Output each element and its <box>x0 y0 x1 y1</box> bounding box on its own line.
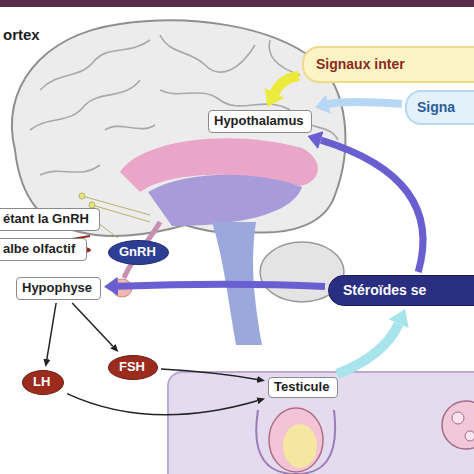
node-text: Hypophyse <box>22 281 92 296</box>
pathway-arrow <box>67 394 257 415</box>
signal-box: Signaux inter <box>302 46 474 83</box>
signal-box: Signa <box>405 90 474 125</box>
gonad-panel <box>168 372 474 474</box>
structure-label: Hypophyse <box>16 277 101 300</box>
node-text: GnRH <box>119 245 156 260</box>
hormone-ellipse: Stéroïdes se <box>328 275 474 306</box>
testis-drawing <box>269 408 323 472</box>
pathway-arrow <box>161 369 257 379</box>
pathway-arrow <box>47 303 56 359</box>
region-label: ortex <box>3 26 40 43</box>
diencephalon <box>148 175 302 226</box>
organ-label: Testicule <box>268 377 338 398</box>
hormone-ellipse: GnRH <box>108 240 169 265</box>
node-text: LH <box>33 375 50 390</box>
node-text: FSH <box>119 360 145 375</box>
structure-label: Hypothalamus <box>208 110 312 133</box>
node-text: Hypothalamus <box>214 114 304 129</box>
node-text: Signaux inter <box>316 56 405 72</box>
ovary-drawing <box>442 401 474 449</box>
node-text: Stéroïdes se <box>343 282 426 298</box>
hormone-ellipse: FSH <box>108 355 158 380</box>
node-text: Testicule <box>274 380 329 395</box>
pathway-arrow <box>72 303 113 346</box>
pathway-arrow <box>275 76 299 93</box>
pathway-arrow <box>329 102 402 104</box>
structure-label: albe olfactif <box>0 238 87 261</box>
hormone-ellipse: LH <box>22 370 64 395</box>
node-text: Signa <box>417 99 455 115</box>
brain-outline <box>12 20 345 235</box>
pathway-arrow <box>321 140 423 272</box>
testis-inner <box>283 424 317 468</box>
node-text: albe olfactif <box>3 242 75 257</box>
pathway-arrow <box>118 284 325 286</box>
structure-label: étant la GnRH <box>0 208 100 231</box>
header-band <box>0 0 474 7</box>
node-text: étant la GnRH <box>3 212 89 227</box>
pathway-arrow <box>337 324 399 374</box>
